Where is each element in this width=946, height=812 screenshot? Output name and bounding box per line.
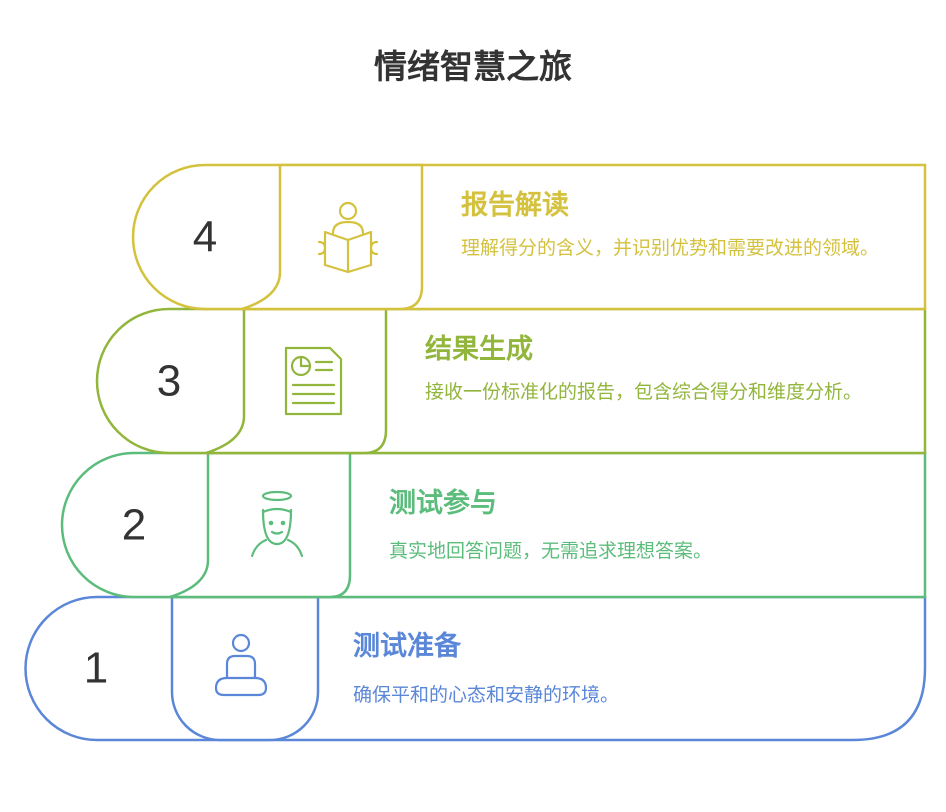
step-2: 2: [60, 451, 927, 599]
step-1-band: [24, 595, 927, 742]
step-4-number: 4: [193, 213, 217, 262]
step-2-description: 真实地回答问题，无需追求理想答案。: [389, 540, 713, 562]
halo-person-icon: [250, 490, 304, 558]
step-3-description: 接收一份标准化的报告，包含综合得分和维度分析。: [425, 381, 863, 403]
step-2-number: 2: [122, 501, 146, 550]
step-1-icon-column: [170, 595, 320, 742]
step-2-icon-column: [169, 451, 352, 599]
step-1: 1: [24, 595, 927, 742]
reading-person-icon: [317, 201, 379, 274]
step-4-icon-column: [241, 163, 424, 311]
step-4-title: 报告解读: [461, 190, 569, 221]
step-3-title: 结果生成: [425, 334, 533, 365]
step-4-description: 理解得分的含义，并识别优势和需要改进的领域。: [461, 237, 880, 259]
meditation-icon: [214, 633, 268, 697]
step-1-description: 确保平和的心态和安静的环境。: [353, 684, 620, 706]
step-1-title: 测试准备: [353, 631, 461, 662]
step-2-band: [60, 451, 927, 599]
step-3-icon-column: [205, 307, 388, 455]
step-4: 4: [131, 163, 927, 311]
step-1-number: 1: [84, 644, 108, 693]
step-2-title: 测试参与: [389, 488, 497, 519]
report-document-icon: [284, 346, 343, 416]
diagram-title: 情绪智慧之旅: [374, 47, 572, 86]
step-3-number: 3: [157, 357, 181, 406]
step-3: 3: [95, 307, 927, 455]
